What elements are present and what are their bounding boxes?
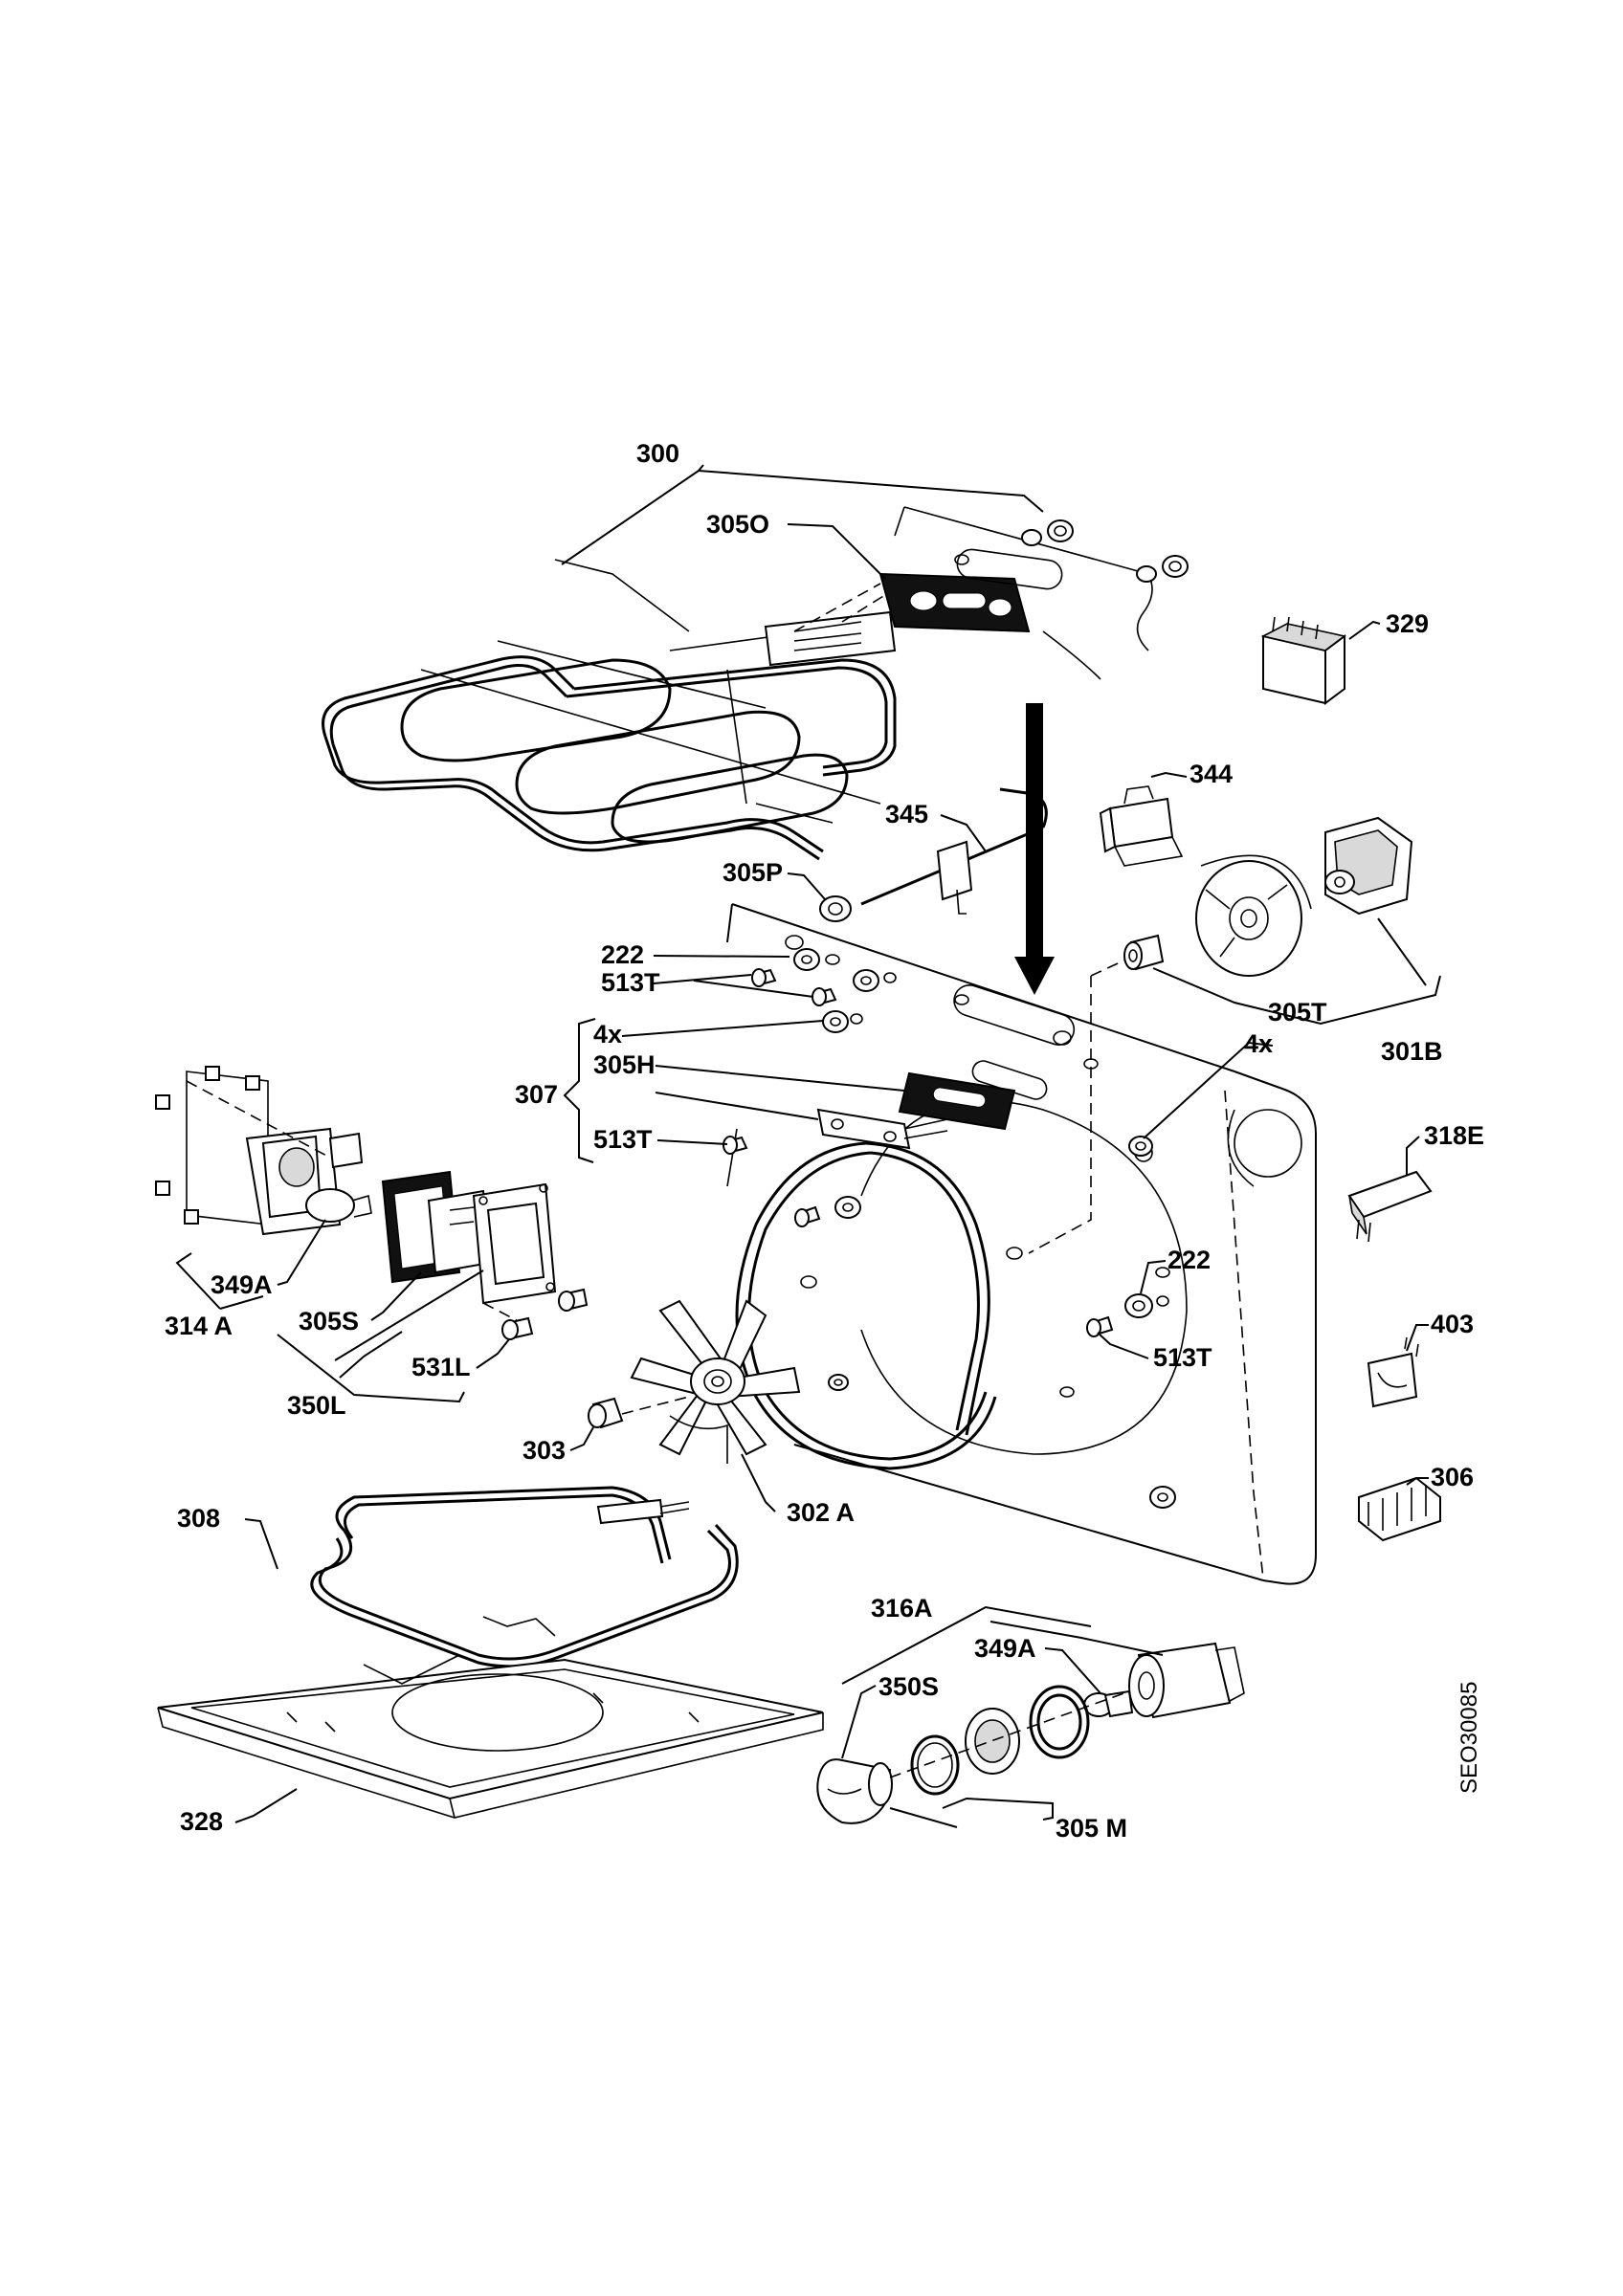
label-344: 344 <box>1189 760 1233 788</box>
label-314A: 314 A <box>165 1312 233 1340</box>
nut-303 <box>588 1396 690 1429</box>
label-305S: 305S <box>299 1307 359 1336</box>
drawing-code: SEO30085 <box>1456 1682 1482 1794</box>
component-318E <box>1347 1170 1433 1243</box>
element-screws <box>723 1136 861 1391</box>
terminal-block-306 <box>1358 1476 1441 1542</box>
label-349A-left: 349A <box>211 1270 273 1299</box>
screws-531L <box>501 1288 589 1340</box>
grill-heating-element <box>322 559 897 861</box>
label-329: 329 <box>1386 609 1429 638</box>
label-345: 345 <box>885 800 928 828</box>
label-305P: 305P <box>723 858 783 887</box>
label-303: 303 <box>522 1436 566 1465</box>
lamp-socket-316A <box>1128 1642 1245 1719</box>
lamp-glass-350S <box>816 1690 1130 1824</box>
label-328: 328 <box>180 1807 223 1836</box>
label-306: 306 <box>1431 1463 1474 1491</box>
circular-element-307 <box>726 1108 997 1470</box>
motor-bracket-301B <box>1324 816 1413 916</box>
callout-labels: 300 305O 329 344 345 305P 222 513T 4x 30… <box>165 439 1484 1843</box>
label-222-right: 222 <box>1167 1246 1211 1274</box>
gasket-305H <box>898 1071 1016 1131</box>
label-513T-mid: 513T <box>593 1125 653 1154</box>
oven-back-wall-top <box>894 506 1153 680</box>
grill-mounting-plate <box>764 573 920 667</box>
lower-heating-element-308 <box>310 1486 739 1668</box>
label-403: 403 <box>1431 1310 1474 1338</box>
bushing-305T <box>1123 934 1165 971</box>
label-513T-right: 513T <box>1153 1343 1212 1372</box>
label-513T-top: 513T <box>601 968 660 997</box>
label-4x-top: 4x <box>593 1020 622 1049</box>
relay-329 <box>1260 616 1346 705</box>
bulb-349A <box>1083 1689 1134 1718</box>
lamp-housing-314A <box>155 1066 372 1236</box>
label-308: 308 <box>177 1504 220 1533</box>
assembly-direction-arrow <box>1014 703 1055 995</box>
oven-back-panel <box>726 903 1317 1585</box>
seal-rings-305M <box>910 1685 1090 1796</box>
fan-impeller-302A <box>630 1299 801 1464</box>
label-222-top: 222 <box>601 940 644 969</box>
washers-222-513T-top <box>751 948 1153 1157</box>
fan-motor-301B <box>1195 854 1312 977</box>
label-300: 300 <box>636 439 679 468</box>
label-307: 307 <box>515 1080 558 1109</box>
connector-403 <box>1367 1336 1419 1408</box>
sensor-345 <box>860 787 1048 915</box>
label-305H: 305H <box>593 1050 656 1079</box>
label-305T: 305T <box>1268 998 1327 1027</box>
label-316A: 316A <box>871 1594 933 1623</box>
lamp-cover-305S <box>381 1170 492 1284</box>
washers-222-513T-right <box>1086 1293 1176 1509</box>
label-349A-bottom: 349A <box>974 1634 1036 1663</box>
label-318E: 318E <box>1424 1121 1484 1150</box>
nuts-top <box>1021 519 1189 583</box>
label-531L: 531L <box>411 1353 471 1381</box>
label-350S: 350S <box>878 1672 939 1701</box>
leader-lines <box>175 464 1441 1828</box>
lamp-frame-350L <box>472 1182 557 1329</box>
bracket-344 <box>1099 785 1184 867</box>
washer-305P <box>819 895 852 922</box>
gasket-305O <box>878 572 1031 633</box>
bottom-tray-328 <box>157 1616 824 1819</box>
label-350L: 350L <box>287 1391 346 1420</box>
label-305O: 305O <box>706 510 769 539</box>
label-4x-right: 4x <box>1244 1029 1273 1058</box>
label-305M: 305 M <box>1056 1814 1127 1843</box>
label-302A: 302 A <box>787 1498 855 1527</box>
label-301B: 301B <box>1381 1037 1443 1066</box>
